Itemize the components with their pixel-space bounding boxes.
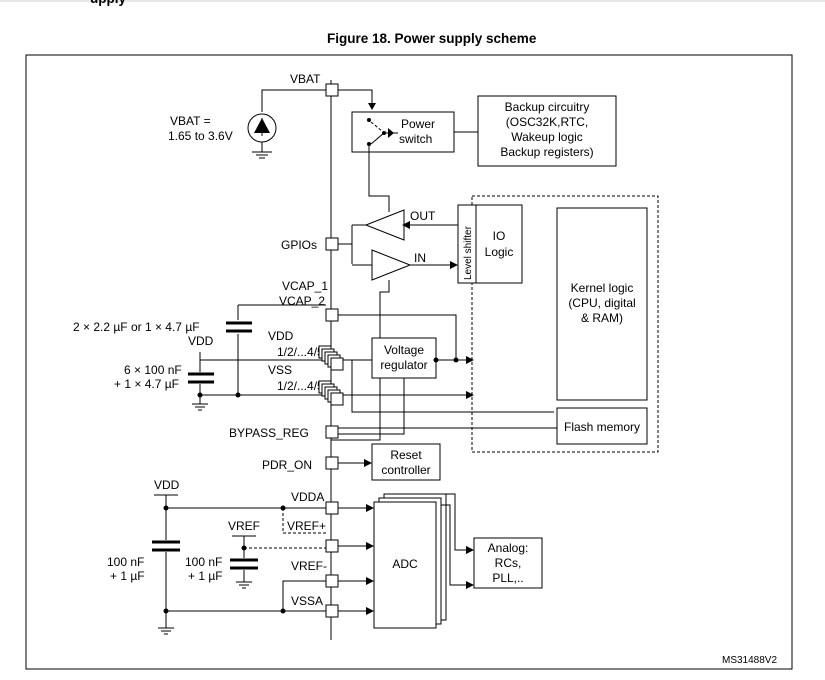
pdr-on-label: PDR_ON — [262, 458, 312, 472]
partial-heading: upply — [90, 0, 126, 6]
vdd-label: VDD — [268, 329, 294, 343]
arrow-down-icon — [368, 103, 376, 110]
vssa-pin — [325, 604, 339, 618]
analog-line1: Analog: — [488, 541, 529, 555]
level-shifter-label: Level shifter — [463, 225, 474, 280]
cap-r-line2: + 1 µF — [188, 569, 223, 583]
regulator-label: regulator — [380, 358, 427, 372]
input-buffer — [371, 249, 412, 281]
reset-line1: Reset — [390, 448, 422, 462]
vref-minus-pin — [325, 574, 339, 588]
figure-ref-code: MS31488V2 — [722, 655, 777, 666]
core-domain-dashed — [471, 195, 659, 453]
switch-arrow-icon — [388, 128, 394, 138]
backup-circuitry-box — [477, 95, 617, 167]
cap-vcap-label: 2 × 2.2 µF or 1 × 4.7 µF — [73, 320, 200, 334]
voltage-label: Voltage — [384, 343, 424, 357]
vss-pins-label: 1/2/...4/5 — [277, 379, 324, 393]
cap-a-line1: 100 nF — [107, 555, 144, 569]
vref-minus-label: VREF- — [291, 559, 327, 573]
reset-controller-box — [371, 443, 441, 481]
flash-label: Flash memory — [564, 420, 640, 434]
figure-frame — [25, 54, 793, 670]
output-buffer — [364, 209, 405, 241]
vbat-label: VBAT — [290, 72, 321, 86]
io-logic-box — [475, 204, 523, 284]
pdr-on-pin — [325, 456, 339, 470]
vss-label: VSS — [268, 363, 292, 377]
vcap-pin — [325, 308, 339, 322]
vbat-eq-label: VBAT = — [170, 114, 211, 128]
flash-memory-box — [556, 407, 648, 445]
vcap2-label: VCAP_2 — [279, 294, 325, 308]
out-label: OUT — [410, 209, 436, 223]
vdd-analog-label: VDD — [154, 478, 180, 492]
vbat-source-wire — [261, 89, 326, 112]
vbat-pin — [325, 83, 339, 97]
vdd-left-label: VDD — [188, 334, 214, 348]
analog-line3: PLL,.. — [492, 571, 523, 585]
vbat-range-label: 1.65 to 3.6V — [168, 129, 233, 143]
switch-label: switch — [399, 132, 432, 146]
cap-vdd-line1: 6 × 100 nF — [124, 363, 182, 377]
gpios-label: GPIOs — [281, 238, 317, 252]
backup-line3: Wakeup logic — [511, 130, 583, 144]
bypass-label: BYPASS_REG — [229, 426, 309, 440]
backup-line2: (OSC32K,RTC, — [506, 115, 588, 129]
backup-line1: Backup circuitry — [505, 100, 590, 114]
vcap1-label: VCAP_1 — [282, 279, 328, 293]
power-label: Power — [401, 117, 435, 131]
analog-block-box — [473, 537, 543, 589]
kernel-line1: Kernel logic — [571, 281, 634, 295]
vref-label: VREF — [228, 519, 260, 533]
io-label: IO — [493, 229, 506, 243]
vref-plus-pin — [325, 539, 339, 553]
vdd-pin-stack — [330, 357, 344, 371]
bypass-reg-pin — [325, 425, 339, 439]
in-label: IN — [414, 251, 426, 265]
cap-vdd-line2: + 1 × 4.7 µF — [114, 377, 179, 391]
cap-r-line1: 100 nF — [185, 555, 222, 569]
gpio-pin — [325, 237, 339, 251]
adc-label: ADC — [392, 557, 418, 571]
figure-title: Figure 18. Power supply scheme — [327, 31, 537, 46]
kernel-line3: & RAM) — [581, 311, 623, 325]
voltage-regulator-box — [371, 337, 437, 379]
vssa-label: VSSA — [291, 594, 323, 608]
logic-label: Logic — [485, 245, 514, 259]
cap-a-line2: + 1 µF — [110, 569, 145, 583]
vdda-label: VDDA — [291, 490, 324, 504]
vss-pin-stack — [330, 392, 344, 406]
backup-line4: Backup registers) — [500, 145, 593, 159]
adc-box — [373, 501, 437, 629]
kernel-line2: (CPU, digital — [568, 296, 635, 310]
reset-line2: controller — [381, 463, 430, 477]
vref-plus-label: VREF+ — [287, 519, 326, 533]
analog-line2: RCs, — [495, 556, 522, 570]
vdda-pin — [325, 501, 339, 515]
vdd-pins-label: 1/2/...4/5 — [277, 345, 324, 359]
kernel-logic-box — [556, 207, 648, 401]
